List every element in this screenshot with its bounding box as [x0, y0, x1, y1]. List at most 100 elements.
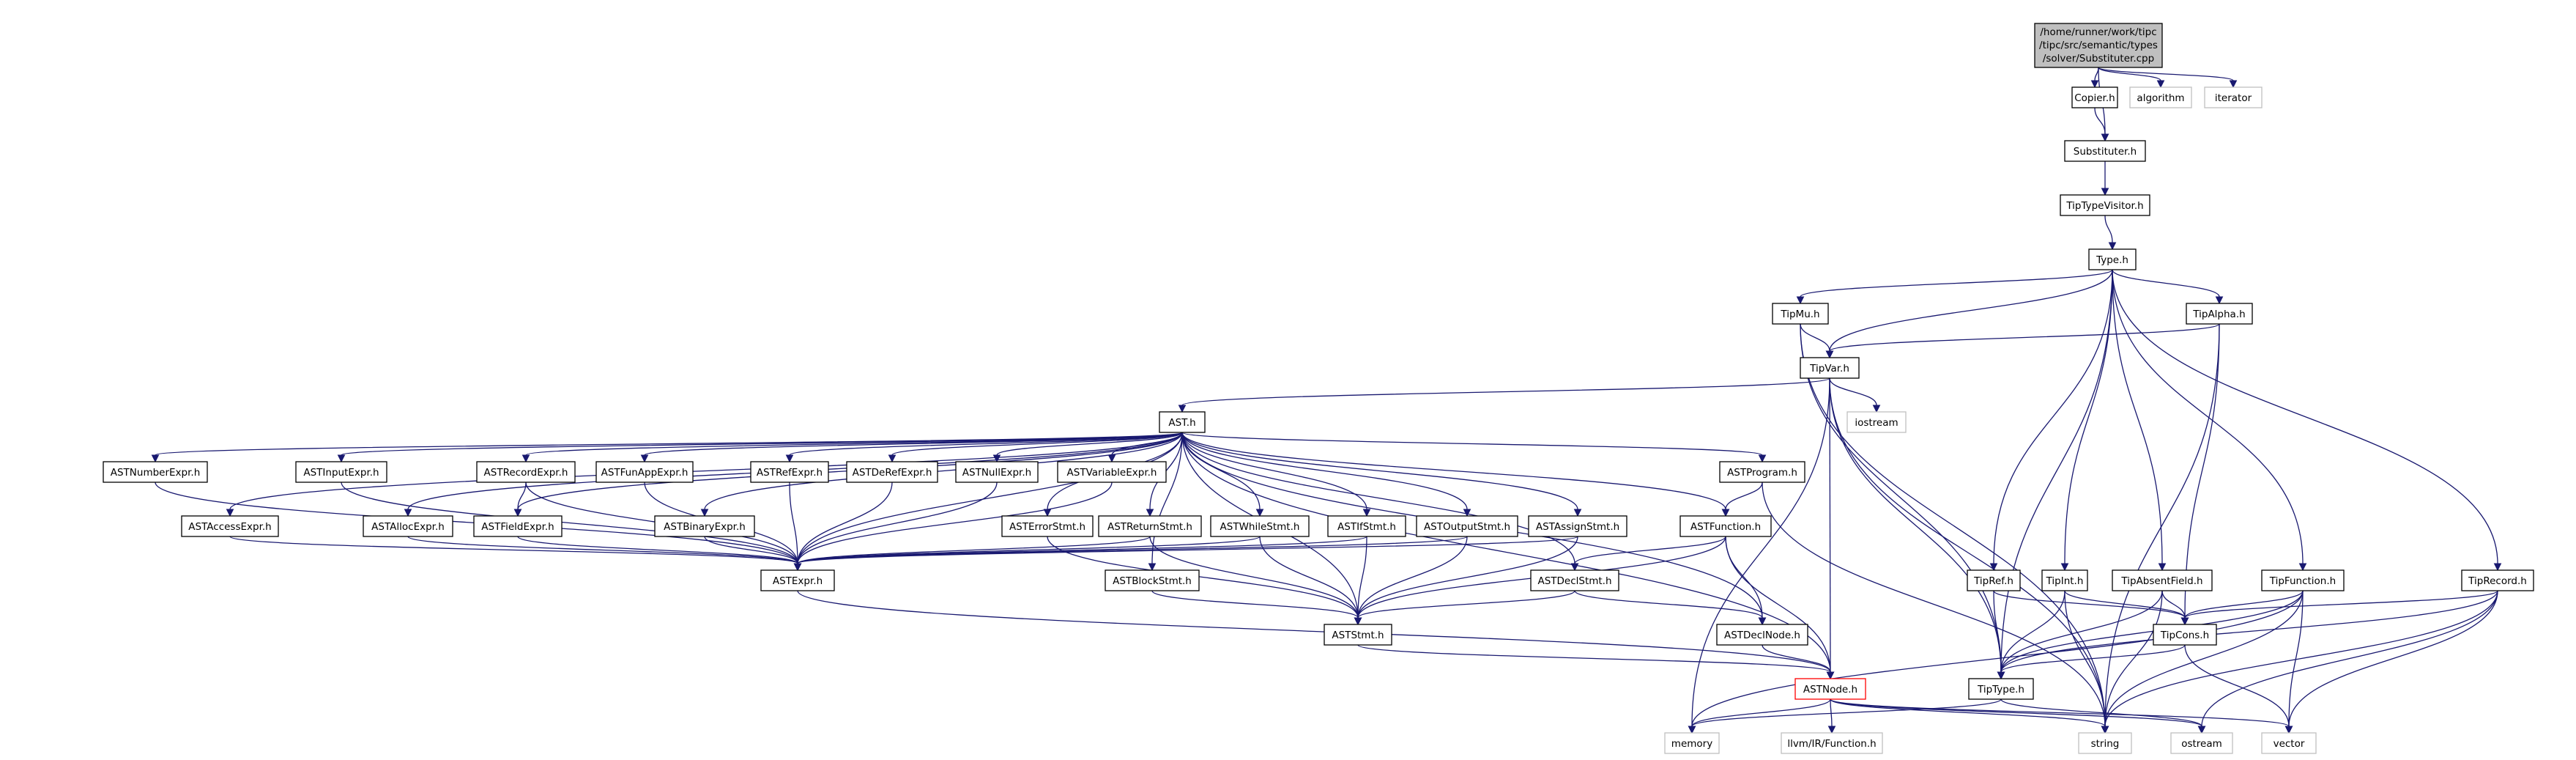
node-label: ASTBlockStmt.h: [1113, 575, 1192, 587]
edge-type-to-tipref: [1989, 269, 2113, 572]
node-type[interactable]: Type.h: [2088, 248, 2137, 270]
node-tipint[interactable]: TipInt.h: [2041, 569, 2088, 591]
node-tipref[interactable]: TipRef.h: [1967, 569, 2021, 591]
node-asterrorstmt[interactable]: ASTErrorStmt.h: [1001, 515, 1094, 537]
node-label: ASTWhileStmt.h: [1220, 521, 1300, 533]
node-label: iterator: [2215, 92, 2252, 104]
edge-tiprecord-to-string: [2101, 590, 2498, 734]
edge-ast-to-astprogram: [1181, 432, 1767, 463]
edge-tipcons-to-vector: [2184, 644, 2293, 734]
node-astaccessexpr[interactable]: ASTAccessExpr.h: [181, 515, 279, 537]
edge-tiptype-to-memory: [1688, 698, 2002, 734]
edge-ast-to-astfunction: [1181, 432, 1730, 517]
node-astinputexpr[interactable]: ASTInputExpr.h: [295, 461, 387, 483]
edge-astrecordexpr-to-astfieldexpr: [513, 482, 527, 517]
node-tipvar[interactable]: TipVar.h: [1800, 357, 1860, 379]
edge-ast-to-astderefexpr: [888, 432, 1183, 463]
node-tiptype[interactable]: TipType.h: [1968, 678, 2034, 700]
node-astvariableexpr[interactable]: ASTVariableExpr.h: [1057, 461, 1167, 483]
edge-tipvar-to-ast: [1178, 377, 1830, 413]
node-astderefexpr[interactable]: ASTDeRefExpr.h: [846, 461, 938, 483]
edge-ast-to-astrefexpr: [785, 432, 1183, 463]
node-label: ASTReturnStmt.h: [1107, 521, 1192, 533]
edge-tiprecord-to-vector: [2284, 590, 2498, 734]
node-astdeclnode[interactable]: ASTDeclNode.h: [1716, 624, 1808, 646]
node-astbinaryexpr[interactable]: ASTBinaryExpr.h: [654, 515, 755, 537]
node-tiprecord[interactable]: TipRecord.h: [2461, 569, 2534, 591]
edge-tipfunction-to-tiptype: [1997, 590, 2304, 680]
edge-tiprecord-to-ostream: [2197, 590, 2498, 734]
node-astreturnstmt[interactable]: ASTReturnStmt.h: [1098, 515, 1202, 537]
edge-tipref-to-tipcons: [1993, 590, 2189, 626]
edge-astfieldexpr-to-astexpr: [517, 536, 802, 572]
node-tipmu[interactable]: TipMu.h: [1772, 303, 1829, 325]
node-substituter[interactable]: Substituter.h: [2064, 140, 2146, 162]
node-label: TipVar.h: [1809, 363, 1849, 375]
node-label: TipRecord.h: [2468, 575, 2527, 587]
node-label: ASTExpr.h: [773, 575, 823, 587]
node-astfieldexpr[interactable]: ASTFieldExpr.h: [473, 515, 563, 537]
edge-astblockstmt-to-aststmt: [1151, 590, 1362, 626]
file-nodes: /home/runner/work/tipc/tipc/src/semantic…: [103, 23, 2534, 754]
node-astfunappexpr[interactable]: ASTFunAppExpr.h: [595, 461, 694, 483]
node-tipabsentfield[interactable]: TipAbsentField.h: [2112, 569, 2213, 591]
edge-astassignstmt-to-astexpr: [793, 536, 1578, 572]
node-label: TipInt.h: [2046, 575, 2084, 587]
node-label: ASTRefExpr.h: [757, 467, 823, 479]
node-astnumberexpr[interactable]: ASTNumberExpr.h: [103, 461, 208, 483]
edge-ast-to-astoutputstmt: [1181, 432, 1471, 517]
edge-astdeclstmt-to-astdeclnode: [1574, 590, 1767, 626]
node-label: ASTRecordExpr.h: [484, 467, 568, 479]
root-path-line: /tipc/src/semantic/types: [2039, 40, 2158, 51]
edge-tipfunction-to-tipcons: [2180, 590, 2304, 626]
edge-type-to-tipabsentfield: [2112, 269, 2167, 572]
edge-ast-to-astinputexpr: [337, 432, 1183, 463]
node-label: TipFunction.h: [2269, 575, 2336, 587]
edge-astnullexpr-to-astexpr: [793, 482, 998, 572]
edge-ast-to-astassignstmt: [1181, 432, 1582, 517]
node-llvmfunction: llvm/IR/Function.h: [1781, 732, 1883, 754]
node-label: ASTNode.h: [1803, 684, 1857, 696]
node-ast[interactable]: AST.h: [1159, 411, 1206, 433]
node-label: ostream: [2181, 738, 2222, 750]
node-astifstmt[interactable]: ASTIfStmt.h: [1327, 515, 1406, 537]
node-astblockstmt[interactable]: ASTBlockStmt.h: [1105, 569, 1200, 591]
edge-root-to-iterator: [2098, 67, 2238, 89]
node-label: ASTIfStmt.h: [1337, 521, 1396, 533]
node-astnullexpr[interactable]: ASTNullExpr.h: [955, 461, 1039, 483]
node-astrefexpr[interactable]: ASTRefExpr.h: [750, 461, 829, 483]
node-astexpr[interactable]: ASTExpr.h: [760, 569, 835, 591]
edge-substituter-to-tiptypevisitor: [2101, 161, 2109, 196]
edge-aststmt-to-astnode: [1357, 644, 1835, 680]
node-copier[interactable]: Copier.h: [2071, 86, 2118, 108]
node-tipcons[interactable]: TipCons.h: [2153, 624, 2217, 646]
node-label: ASTNullExpr.h: [962, 467, 1031, 479]
node-astnode[interactable]: ASTNode.h: [1794, 678, 1866, 700]
node-astoutputstmt[interactable]: ASTOutputStmt.h: [1416, 515, 1518, 537]
node-tiptypevisitor[interactable]: TipTypeVisitor.h: [2060, 194, 2150, 216]
node-label: ASTInputExpr.h: [303, 467, 379, 479]
node-label: vector: [2274, 738, 2305, 750]
node-astrecordexpr[interactable]: ASTRecordExpr.h: [476, 461, 576, 483]
dependency-edges: [151, 67, 2502, 734]
node-astdeclstmt[interactable]: ASTDeclStmt.h: [1530, 569, 1619, 591]
node-astassignstmt[interactable]: ASTAssignStmt.h: [1528, 515, 1627, 537]
node-astprogram[interactable]: ASTProgram.h: [1719, 461, 1805, 483]
node-label: ASTAccessExpr.h: [188, 521, 271, 533]
edge-type-to-tipfunction: [2112, 269, 2307, 572]
node-label: ASTOutputStmt.h: [1424, 521, 1510, 533]
node-label: ASTBinaryExpr.h: [664, 521, 746, 533]
node-label: ASTErrorStmt.h: [1009, 521, 1085, 533]
root-path-line: /home/runner/work/tipc: [2040, 26, 2156, 38]
node-astwhilestmt[interactable]: ASTWhileStmt.h: [1210, 515, 1310, 537]
node-tipfunction[interactable]: TipFunction.h: [2261, 569, 2345, 591]
node-astfunction[interactable]: ASTFunction.h: [1679, 515, 1772, 537]
node-vector: vector: [2261, 732, 2317, 754]
edge-astprogram-to-astfunction: [1721, 482, 1763, 517]
edge-type-to-tiprecord: [2112, 269, 2502, 572]
node-aststmt[interactable]: ASTStmt.h: [1324, 624, 1392, 646]
node-algorithm: algorithm: [2129, 86, 2192, 108]
node-astallocexpr[interactable]: ASTAllocExpr.h: [363, 515, 453, 537]
node-tipalpha[interactable]: TipAlpha.h: [2186, 303, 2253, 325]
